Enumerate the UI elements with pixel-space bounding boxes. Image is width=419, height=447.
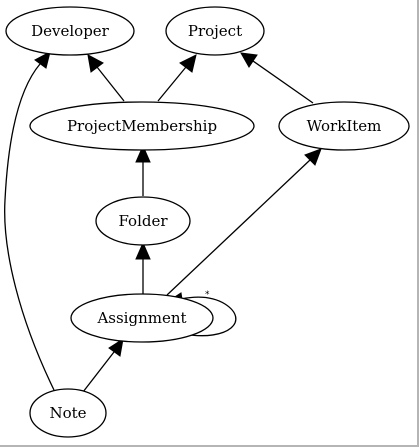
node-project: Project [165, 6, 265, 56]
node-workitem-label: WorkItem [307, 117, 382, 135]
node-projectmembership: ProjectMembership [29, 101, 255, 151]
node-folder: Folder [95, 196, 191, 246]
node-note: Note [29, 388, 107, 438]
edge-projectmembership-to-developer [87, 54, 125, 102]
node-folder-label: Folder [118, 212, 168, 230]
edge-assignment-to-folder [135, 241, 151, 294]
diagram-edges: * [4, 51, 322, 393]
node-assignment: Assignment [70, 293, 214, 343]
edge-projectmembership-to-project [157, 54, 197, 102]
node-note-label: Note [49, 404, 86, 422]
edge-note-to-developer [4, 51, 55, 391]
node-workitem: WorkItem [278, 101, 410, 151]
edge-workitem-to-project [240, 52, 314, 104]
node-developer-label: Developer [31, 22, 110, 40]
edge-assignment-to-workitem [166, 148, 322, 296]
edge-folder-to-projectmembership [135, 144, 151, 196]
node-assignment-label: Assignment [96, 309, 186, 327]
node-developer: Developer [5, 6, 135, 56]
self-loop-multiplicity-label: * [205, 290, 210, 300]
diagram-nodes: Developer Project ProjectMembership Work… [5, 6, 410, 438]
node-projectmembership-label: ProjectMembership [67, 117, 217, 135]
node-project-label: Project [188, 22, 242, 40]
edge-note-to-assignment [82, 337, 124, 393]
